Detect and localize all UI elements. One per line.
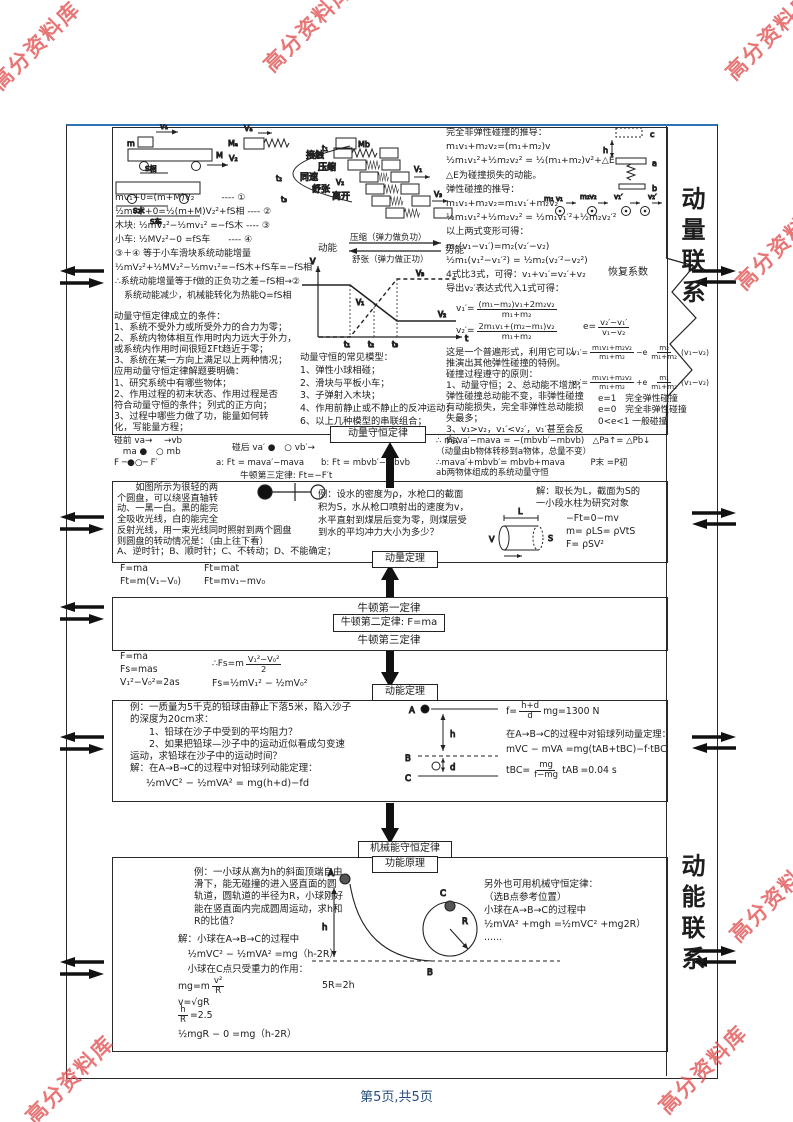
g2-mid: +e — [635, 377, 648, 387]
momentum-theorem-label: 动量定理 — [372, 551, 438, 568]
right-column-divider-bottom — [666, 420, 667, 1076]
momentum-models-list: 动量守恒的常见模型： 1、弹性小球相碰； 2、滑块与平板小车； 3、子弹射入木块… — [300, 352, 455, 427]
kinetic-energy-word: 动能 — [318, 243, 338, 254]
f-prefix: f= — [506, 705, 518, 717]
work-energy-line2: Fs=½mV₁² − ½mV₀² — [212, 678, 308, 689]
sand-momentum-eq: mVC − mVA =mg(tAB+tBC)−f·tBC — [506, 744, 667, 755]
disk-question: 如图所示为很轻的两 个圆盘，可以绕竖直轴转 动、一黑一白。黑的能完 全吸收光线，… — [117, 482, 337, 558]
hr-suffix: =2.5 — [189, 1009, 213, 1021]
loop-solution: 解：小球在A→B→C的过程中 ½mVC² − ½mVA² =mg（h-2R） 小… — [178, 934, 339, 975]
water-question: 例：设水的密度为ρ，水枪口的截面 积为S，水从枪口喷射出的速度为v， 水平直射到… — [318, 489, 469, 539]
momentum-conditions: 动量守恒定律成立的条件： 1、系统不受外力或所受外力的合力为零； 2、系统内物体… — [114, 311, 297, 433]
loop-note: 5R=2h — [322, 980, 355, 991]
potential-energy-word: 势能 — [445, 245, 465, 256]
sand-kinetic-eq: ½mVC² − ½mVA² = mg(h+d)−fd — [146, 778, 310, 789]
collision-derivation: 完全非弹性碰撞的推导： m₁v₁+m₂v₂=(m₁+m₂)v ½m₁v₁²+½m… — [446, 127, 617, 295]
loop-question: 例：一小球从高为h的斜面顶端自由 滑下，能无碰撞的进入竖直面的圆 轨道，圆轨道的… — [194, 867, 344, 927]
momentum-transfer-conclusions: ∴ mava′−mava = −(mbvb′−mbvb) △Pa↑= △Pb↓ … — [436, 436, 651, 479]
newton-third-law: 牛顿第三定律 — [357, 634, 421, 646]
after-collision-diagram: 碰后 va′ ● ○ vb′→ — [232, 443, 315, 453]
g1-prefix: v₁′= — [572, 347, 589, 357]
energy-links-vertical-label: 动能联系 — [677, 853, 703, 977]
t-prefix: tBC= — [506, 764, 531, 776]
water-solution: 解：取长为L，截面为S的 一小段水柱为研究对象 — [536, 486, 641, 509]
work-energy-principle-label: 功能原理 — [372, 856, 438, 873]
e-frac: v₂′−v₁′v₁−v₂ — [598, 317, 630, 337]
right-column-divider-top — [666, 126, 667, 258]
outer-frame — [66, 124, 718, 1079]
kinetic-theorem-label: 动能定理 — [372, 684, 438, 701]
expand-caption: 舒张（弹力做正功） — [352, 255, 429, 265]
g1-mid: −e — [635, 347, 648, 357]
before-collision-diagram: 碰前 va→ →vb ma ● ○ mb F ─●○─ F′ — [114, 436, 183, 468]
restitution-coefficient-label: 恢复系数 — [608, 267, 648, 278]
f-suffix: mg=1300 N — [543, 705, 600, 717]
fs-prefix: ∴Fs=m — [212, 659, 244, 670]
mg-prefix: mg=m — [178, 980, 210, 992]
momentum-links-vertical-label: 动量联系 — [677, 186, 703, 310]
t-mid: tAB — [562, 764, 579, 776]
sand-line2: 在A→B→C的过程中对铅球列动量定理： — [506, 729, 671, 740]
restitution-formula: e= v₂′−v₁′v₁−v₂ — [583, 317, 630, 337]
newton-laws-box — [112, 597, 668, 651]
t-suffix: =0.04 s — [580, 764, 617, 776]
watermark-right-upper: 高分资料库 — [731, 196, 793, 295]
compress-caption: 压缩（弹力做负功） — [350, 233, 427, 243]
watermark-top-left: 高分资料库 — [0, 0, 86, 95]
restitution-cases: e=1 完全弹性碰撞 e=0 完全非弹性碰撞 0<e<1 一般碰撞 — [598, 394, 687, 427]
impulse-equations: a: Ft = mava′−mava b: Ft = mbvb′−mbvb — [216, 458, 410, 468]
momentum-conservation-label: 动量守恒定律 — [330, 426, 426, 443]
e-prefix: e= — [583, 322, 597, 333]
newton-second-law-label: 牛顿第二定律: F=ma — [333, 614, 445, 632]
cart-equations: mv₁+0=(m+M)V₂ ---- ① ½mv₁²+0=½(m+M)V₂²+f… — [115, 193, 313, 301]
loop-v-eq: v=√gR — [178, 997, 210, 1008]
g2-prefix: v₂′= — [572, 377, 589, 387]
g2-suffix: (v₁−v₂) — [680, 377, 710, 387]
page-footer: 第5页,共5页 — [360, 1090, 433, 1105]
newton-formulas-col2: Ft=mat Ft=mv₁−mv₀ — [204, 563, 266, 587]
newton-first-law: 牛顿第一定律 — [357, 602, 421, 614]
loop-alt-solution: 另外也可用机械守恒定律： （选B点参考位置） 小球在A→B→C的过程中 ½mVA… — [484, 879, 646, 943]
work-energy-col1: F=ma Fs=mas V₁²−V₀²=2as — [120, 651, 180, 688]
g1-suffix: (v₁−v₂) — [680, 347, 710, 357]
newton-formulas-col1: F=ma Ft=m(V₁−V₀) — [120, 563, 182, 587]
watermark-top-right: 高分资料库 — [721, 0, 793, 85]
watermark-top-center: 高分资料库 — [259, 0, 358, 77]
watermark-right-lower: 高分资料库 — [725, 848, 793, 947]
v1p-prefix: v₁′= — [456, 304, 475, 315]
water-formulas: −Ft=0−mv m= ρLS= ρVtS F= ρSV² — [566, 513, 636, 550]
sand-question: 例：一质量为5千克的铅球由静止下落5米，陷入沙子 的深度为20cm求： 1、铅球… — [130, 702, 352, 775]
v2p-prefix: v₂′= — [456, 326, 475, 337]
newton3-impulse: 牛顿第三定律: Ft=−F′t — [240, 471, 333, 481]
collision-principles: 这是一个普遍形式，利用它可以 推演出其他弹性碰撞的特例。 碰撞过程遵守的原则： … — [446, 347, 587, 446]
loop-final-eq: ½mgR − 0 =mg（h-2R） — [178, 1029, 297, 1040]
